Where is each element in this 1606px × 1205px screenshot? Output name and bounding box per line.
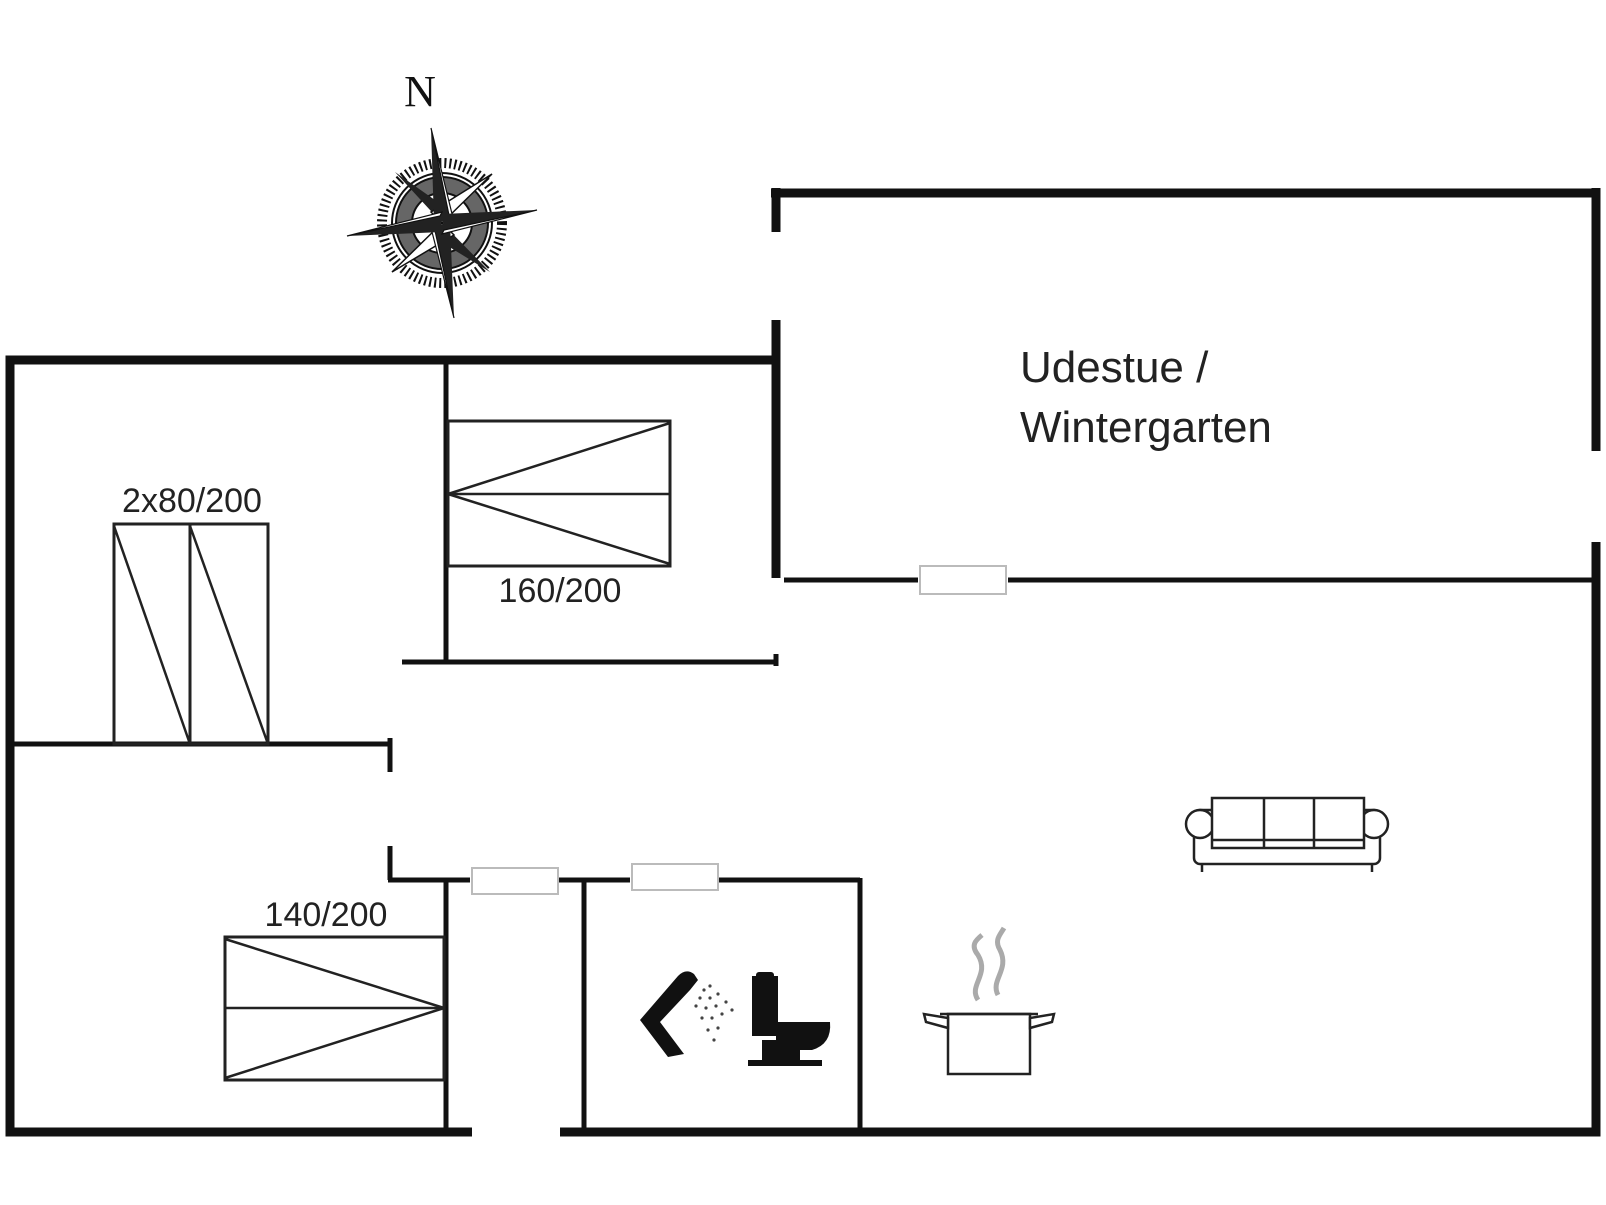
winter-garden-label-line2: Wintergarten (1020, 403, 1272, 452)
double-bed-140-size-label: 140/200 (265, 896, 388, 934)
winter-garden-label-line1: Udestue / (1020, 343, 1209, 392)
windows (471, 565, 1007, 895)
twin-bed-size-label: 2x80/200 (122, 482, 262, 520)
compass-rose-icon: N (346, 67, 538, 319)
cooking-pot-icon (922, 926, 1056, 1076)
toilet-icon (748, 972, 831, 1066)
winter-garden-label: Udestue / Wintergarten (1020, 343, 1272, 452)
north-label: N (404, 67, 436, 116)
double-bed-140: 140/200 (223, 896, 446, 1082)
double-bed-160-size-label: 160/200 (499, 572, 622, 610)
sofa-icon (1184, 796, 1390, 872)
twin-beds: 2x80/200 (112, 482, 270, 746)
double-bed-160: 160/200 (446, 419, 672, 610)
exterior-walls (5, 188, 1601, 1137)
shower-icon (640, 971, 734, 1057)
